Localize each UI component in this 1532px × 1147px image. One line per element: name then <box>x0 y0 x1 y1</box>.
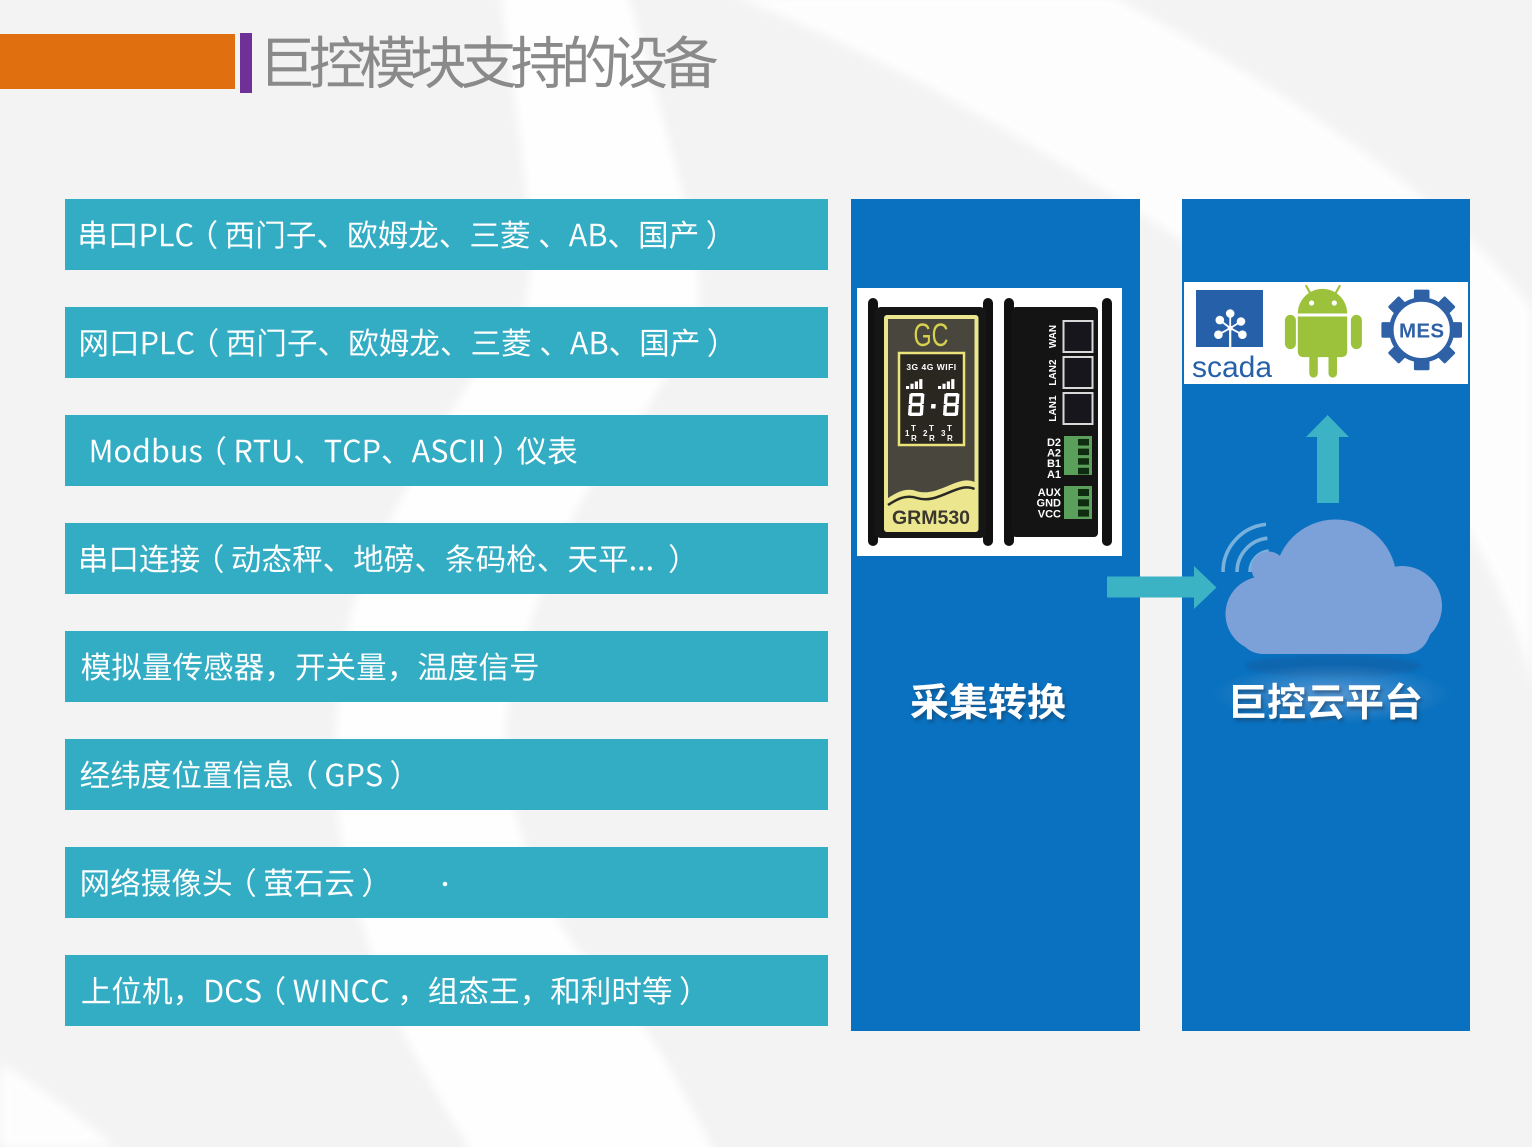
svg-text:WAN: WAN <box>1048 325 1059 348</box>
svg-text:3G 4G WIFI: 3G 4G WIFI <box>906 362 956 372</box>
svg-text:2: 2 <box>923 429 928 438</box>
svg-text:VCC: VCC <box>1038 508 1061 520</box>
svg-text:GC: GC <box>914 317 949 353</box>
svg-text:LAN2: LAN2 <box>1048 359 1059 386</box>
svg-text:AUX: AUX <box>1038 487 1062 499</box>
svg-text:R: R <box>947 434 953 443</box>
svg-text:T: T <box>929 424 934 433</box>
svg-text:1: 1 <box>905 429 910 438</box>
svg-text:T: T <box>911 424 916 433</box>
svg-text:B1: B1 <box>1047 458 1061 470</box>
svg-text:GRM530: GRM530 <box>892 507 970 529</box>
svg-text:LAN1: LAN1 <box>1048 395 1059 422</box>
svg-text:T: T <box>947 424 952 433</box>
svg-text:D2: D2 <box>1047 437 1061 449</box>
svg-text:MES: MES <box>1399 320 1444 343</box>
svg-text:A1: A1 <box>1047 469 1061 481</box>
svg-text:R: R <box>911 434 917 443</box>
svg-text:scada: scada <box>1192 351 1272 384</box>
svg-text:A2: A2 <box>1047 448 1061 460</box>
svg-text:3: 3 <box>941 429 946 438</box>
svg-text:GND: GND <box>1037 498 1062 510</box>
svg-text:R: R <box>929 434 935 443</box>
